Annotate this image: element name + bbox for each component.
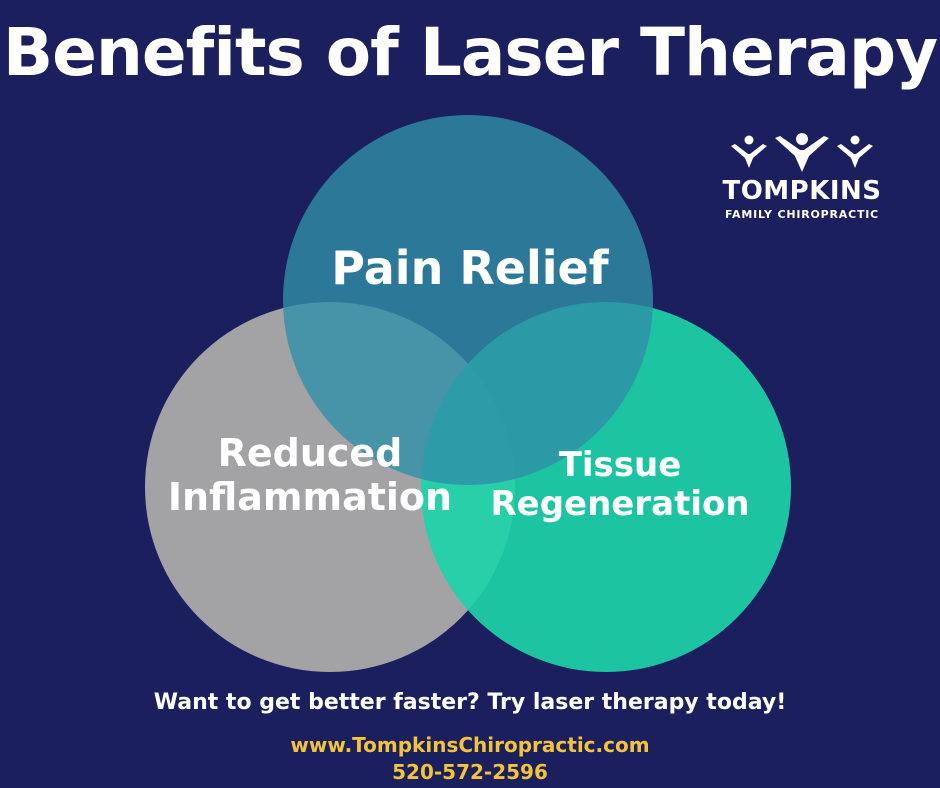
three-people-raising-arms-icon [731, 133, 873, 172]
logo-subtitle: FAMILY CHIROPRACTIC [724, 208, 880, 221]
company-logo: TOMPKINS FAMILY CHIROPRACTIC [712, 132, 892, 221]
phone-number[interactable]: 520-572-2596 [392, 760, 548, 784]
circle-pain [283, 115, 653, 485]
footer-tagline: Want to get better faster? Try laser the… [153, 690, 787, 715]
label-reduced-inflammation: Reduced Inflammation [167, 431, 453, 519]
page-title: Benefits of Laser Therapy [2, 14, 938, 91]
website-link[interactable]: www.TompkinsChiropractic.com [290, 733, 650, 757]
logo-name: TOMPKINS [722, 176, 882, 206]
label-pain-relief: Pain Relief [331, 241, 609, 295]
label-tissue-regeneration: Tissue Regeneration [490, 445, 750, 525]
